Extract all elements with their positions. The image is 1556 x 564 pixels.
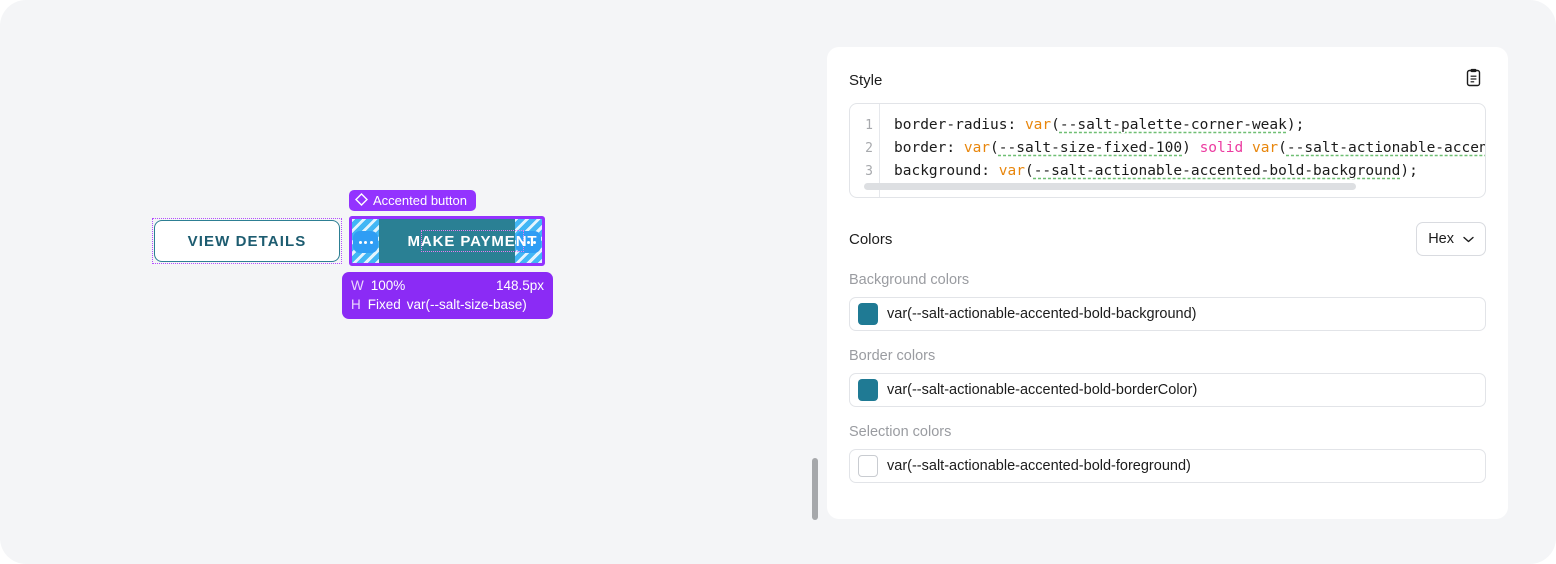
width-mode: 100% — [370, 278, 406, 293]
color-value-field[interactable]: var(--salt-actionable-accented-bold-bord… — [849, 373, 1486, 407]
color-swatch[interactable] — [858, 455, 878, 477]
code-line: border-radius: var(--salt-palette-corner… — [894, 117, 1305, 133]
color-format-value: Hex — [1428, 231, 1454, 247]
color-value-field[interactable]: var(--salt-actionable-accented-bold-fore… — [849, 449, 1486, 483]
height-value: var(--salt-size-base) — [406, 297, 527, 312]
color-group-label: Selection colors — [849, 424, 952, 440]
code-line-number: 2 — [865, 141, 873, 156]
color-groups: Background colors var(--salt-actionable-a… — [849, 272, 1486, 483]
selection-outline — [349, 216, 545, 266]
color-swatch[interactable] — [858, 303, 878, 325]
view-details-selection-outline — [152, 218, 342, 264]
color-token-value: var(--salt-actionable-accented-bold-back… — [887, 306, 1197, 322]
code-line: border: var(--salt-size-fixed-100) solid… — [894, 140, 1485, 156]
dimension-row-height: H Fixed var(--salt-size-base) — [351, 295, 544, 314]
height-mode: Fixed — [367, 297, 401, 312]
diamond-component-icon — [355, 192, 368, 209]
color-token-value: var(--salt-actionable-accented-bold-fore… — [887, 458, 1191, 474]
width-key: W — [351, 278, 364, 293]
view-details-button-wrapper[interactable]: VIEW DETAILS — [152, 218, 342, 264]
code-line-number: 3 — [865, 164, 873, 179]
color-format-select[interactable]: Hex — [1416, 222, 1486, 256]
view-details-button[interactable]: VIEW DETAILS — [154, 220, 340, 262]
copy-style-button[interactable] — [1460, 67, 1486, 93]
code-gutter: 1 2 3 — [850, 104, 880, 197]
component-name-badge[interactable]: Accented button — [349, 190, 476, 211]
style-section-header: Style — [849, 67, 1486, 93]
height-key: H — [351, 297, 361, 312]
color-value-field[interactable]: var(--salt-actionable-accented-bold-back… — [849, 297, 1486, 331]
color-group-label: Border colors — [849, 348, 936, 364]
code-content[interactable]: border-radius: var(--salt-palette-corner… — [880, 104, 1485, 197]
colors-section-header: Colors Hex — [849, 222, 1486, 256]
color-swatch[interactable] — [858, 379, 878, 401]
colors-section-title: Colors — [849, 230, 893, 248]
design-canvas[interactable]: VIEW DETAILS Accented button M — [0, 0, 800, 564]
chevron-down-icon — [1463, 231, 1474, 247]
color-group-label: Background colors — [849, 272, 970, 288]
code-line: background: var(--salt-actionable-accent… — [894, 163, 1418, 179]
code-horizontal-scrollbar[interactable] — [864, 183, 1356, 190]
make-payment-button-wrapper[interactable]: MAKE PAYMENT — [349, 216, 545, 266]
dimension-row-width: W 100% 148.5px — [351, 276, 544, 295]
panel-scrollbar-thumb[interactable] — [812, 458, 818, 520]
color-token-value: var(--salt-actionable-accented-bold-bord… — [887, 382, 1198, 398]
component-name-badge-label: Accented button — [373, 193, 467, 208]
clipboard-icon — [1465, 68, 1482, 92]
width-value: 148.5px — [495, 278, 544, 293]
style-code-editor[interactable]: 1 2 3 border-radius: var(--salt-palette-co… — [849, 103, 1486, 198]
dimension-tooltip: W 100% 148.5px H Fixed var(--salt-size-b… — [342, 272, 553, 319]
make-payment-label-box: MAKE PAYMENT — [408, 230, 537, 252]
padding-handle-left[interactable] — [353, 231, 378, 253]
style-section-title: Style — [849, 71, 883, 89]
view-details-button-label: VIEW DETAILS — [187, 232, 307, 250]
code-line-number: 1 — [865, 118, 873, 133]
make-payment-button-label: MAKE PAYMENT — [407, 232, 538, 250]
